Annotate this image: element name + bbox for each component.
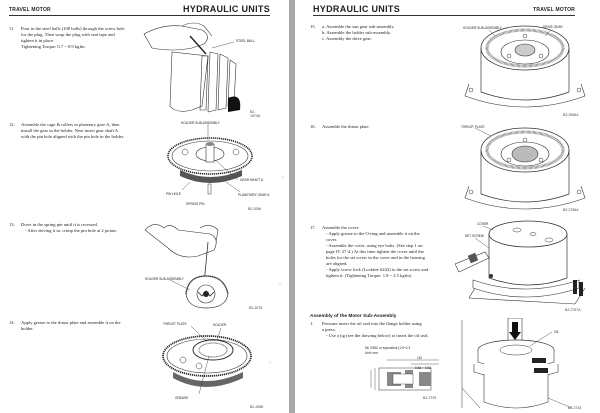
figure-code: B2-2756A xyxy=(563,208,579,212)
left-page: TRAVEL MOTOR HYDRAULIC UNITS 11. Pour in… xyxy=(0,0,289,413)
label-spring-pin: SPRING PIN xyxy=(186,202,205,206)
label-set-screw: SET SCREW xyxy=(465,234,484,238)
figure-code: B2-2085 xyxy=(250,405,264,409)
cover-install-illustration xyxy=(455,220,586,305)
figure-code: B2-2734 xyxy=(568,406,582,410)
figure-planetary-gear: HOLDER SUB-ASSEMBLY GEAR SHAFT A PIN HOL… xyxy=(160,120,280,212)
figure-thrust-plate-install: THRUST PLATE xyxy=(455,124,595,214)
step-14: 14. Apply grease to the thrust plate and… xyxy=(9,320,121,331)
label-thrust-plate: THRUST PLATE xyxy=(461,125,485,129)
label-oil-seal: OIL xyxy=(554,330,560,334)
label-grease: GREASE xyxy=(175,396,189,400)
chapter-title: HYDRAULIC UNITS xyxy=(183,4,270,14)
oil-seal-press-illustration xyxy=(461,318,573,409)
label-drive-gear: DRIVE GEAR xyxy=(543,25,563,29)
figure-jig-drawing: Mt. S35C or equivalent (1.5~0.3 Unit: mm… xyxy=(365,346,445,402)
label-planetary-gear-a: PLANETARY GEAR A xyxy=(238,193,270,197)
jig-tolerance: 0.8a ~ 0.8a xyxy=(415,366,432,370)
jig-cross-section xyxy=(370,359,439,391)
figure-steel-ball-insertion: STEEL BALL B2-1974A xyxy=(142,22,262,118)
figure-thrust-plate-holder: THRUST PLATE HOLDER GREASE B2-2085 xyxy=(155,320,280,412)
label-pin-hole: PIN HOLE xyxy=(166,192,181,196)
binder-hole-mark: ○ xyxy=(278,282,282,288)
step-15: 15. a. Assemble the sun gear sub-assembl… xyxy=(310,24,395,41)
label-steel-ball: STEEL BALL xyxy=(236,39,255,43)
figure-code: B2-2075 xyxy=(249,306,263,310)
motor-hand-illustration xyxy=(143,22,241,113)
figure-code: B2-2066 xyxy=(248,207,262,211)
figure-cover-install: COVER SET SCREW xyxy=(455,218,595,308)
binder-hole-mark: ○ xyxy=(281,175,285,181)
jig-dim-110: 110 xyxy=(417,356,423,360)
label-holder-sub-assembly: HOLDER SUB-ASSEMBLY xyxy=(463,26,502,30)
jig-unit-note: Unit: mm xyxy=(365,351,378,355)
thrust-plate-install-illustration xyxy=(464,127,586,210)
label-holder: HOLDER xyxy=(213,323,227,327)
figure-code: B2-2729 xyxy=(423,396,437,400)
step-13: 13. Drive in the spring pin until it is … xyxy=(9,222,118,233)
section-step-1: 1. Pressure insert the oil seal into the… xyxy=(310,321,429,338)
planetary-gear-illustration xyxy=(167,124,253,195)
book-gutter xyxy=(289,0,295,413)
binder-hole-mark: ○ xyxy=(268,360,272,366)
section-label: TRAVEL MOTOR xyxy=(533,7,575,13)
figure-drive-gear-assembly: HOLDER SUB-ASSEMBLY DRIVE GEAR xyxy=(455,22,595,114)
step-12: 12. Assemble the cage & rollers in plane… xyxy=(9,122,125,139)
thrust-plate-illustration xyxy=(162,325,252,395)
step-11: 11. Pour in the steel balls (108 balls) … xyxy=(9,26,125,49)
label-thrust-plate: THRUST PLATE xyxy=(163,322,187,326)
section-label: TRAVEL MOTOR xyxy=(9,7,51,13)
label-holder-sub-assembly: HOLDER SUB-ASSEMBLY xyxy=(145,277,184,281)
left-page-header: TRAVEL MOTOR HYDRAULIC UNITS xyxy=(9,3,270,16)
label-cover: COVER xyxy=(477,222,489,226)
figure-code: B2-2757A xyxy=(565,308,581,312)
chapter-title: HYDRAULIC UNITS xyxy=(313,4,400,14)
right-page-header: HYDRAULIC UNITS TRAVEL MOTOR xyxy=(313,3,575,16)
step-17: 17. Assemble the cover. - Apply grease t… xyxy=(310,225,429,278)
spring-pin-illustration xyxy=(144,224,229,309)
step-16: 16. Assemble the thrust plate. xyxy=(310,124,370,129)
figure-code: B2-2556A xyxy=(563,113,579,117)
jig-material-note: Mt. S35C or equivalent (1.5~0.3 xyxy=(365,346,411,350)
figure-spring-pin-drive: HOLDER SUB-ASSEMBLY B2-2075 xyxy=(140,220,275,312)
section-heading: Assembly of the Motor Sub-Assembly xyxy=(310,314,397,319)
drive-gear-illustration xyxy=(464,25,586,108)
label-gear-shaft-a: GEAR SHAFT A xyxy=(240,178,264,182)
figure-oil-seal-press: OIL B2-2734 xyxy=(460,318,595,413)
right-page: HYDRAULIC UNITS TRAVEL MOTOR 15. a. Asse… xyxy=(295,0,600,413)
figure-code: B2-1974A xyxy=(250,110,261,118)
label-holder-sub-assembly: HOLDER SUB-ASSEMBLY xyxy=(181,121,220,125)
